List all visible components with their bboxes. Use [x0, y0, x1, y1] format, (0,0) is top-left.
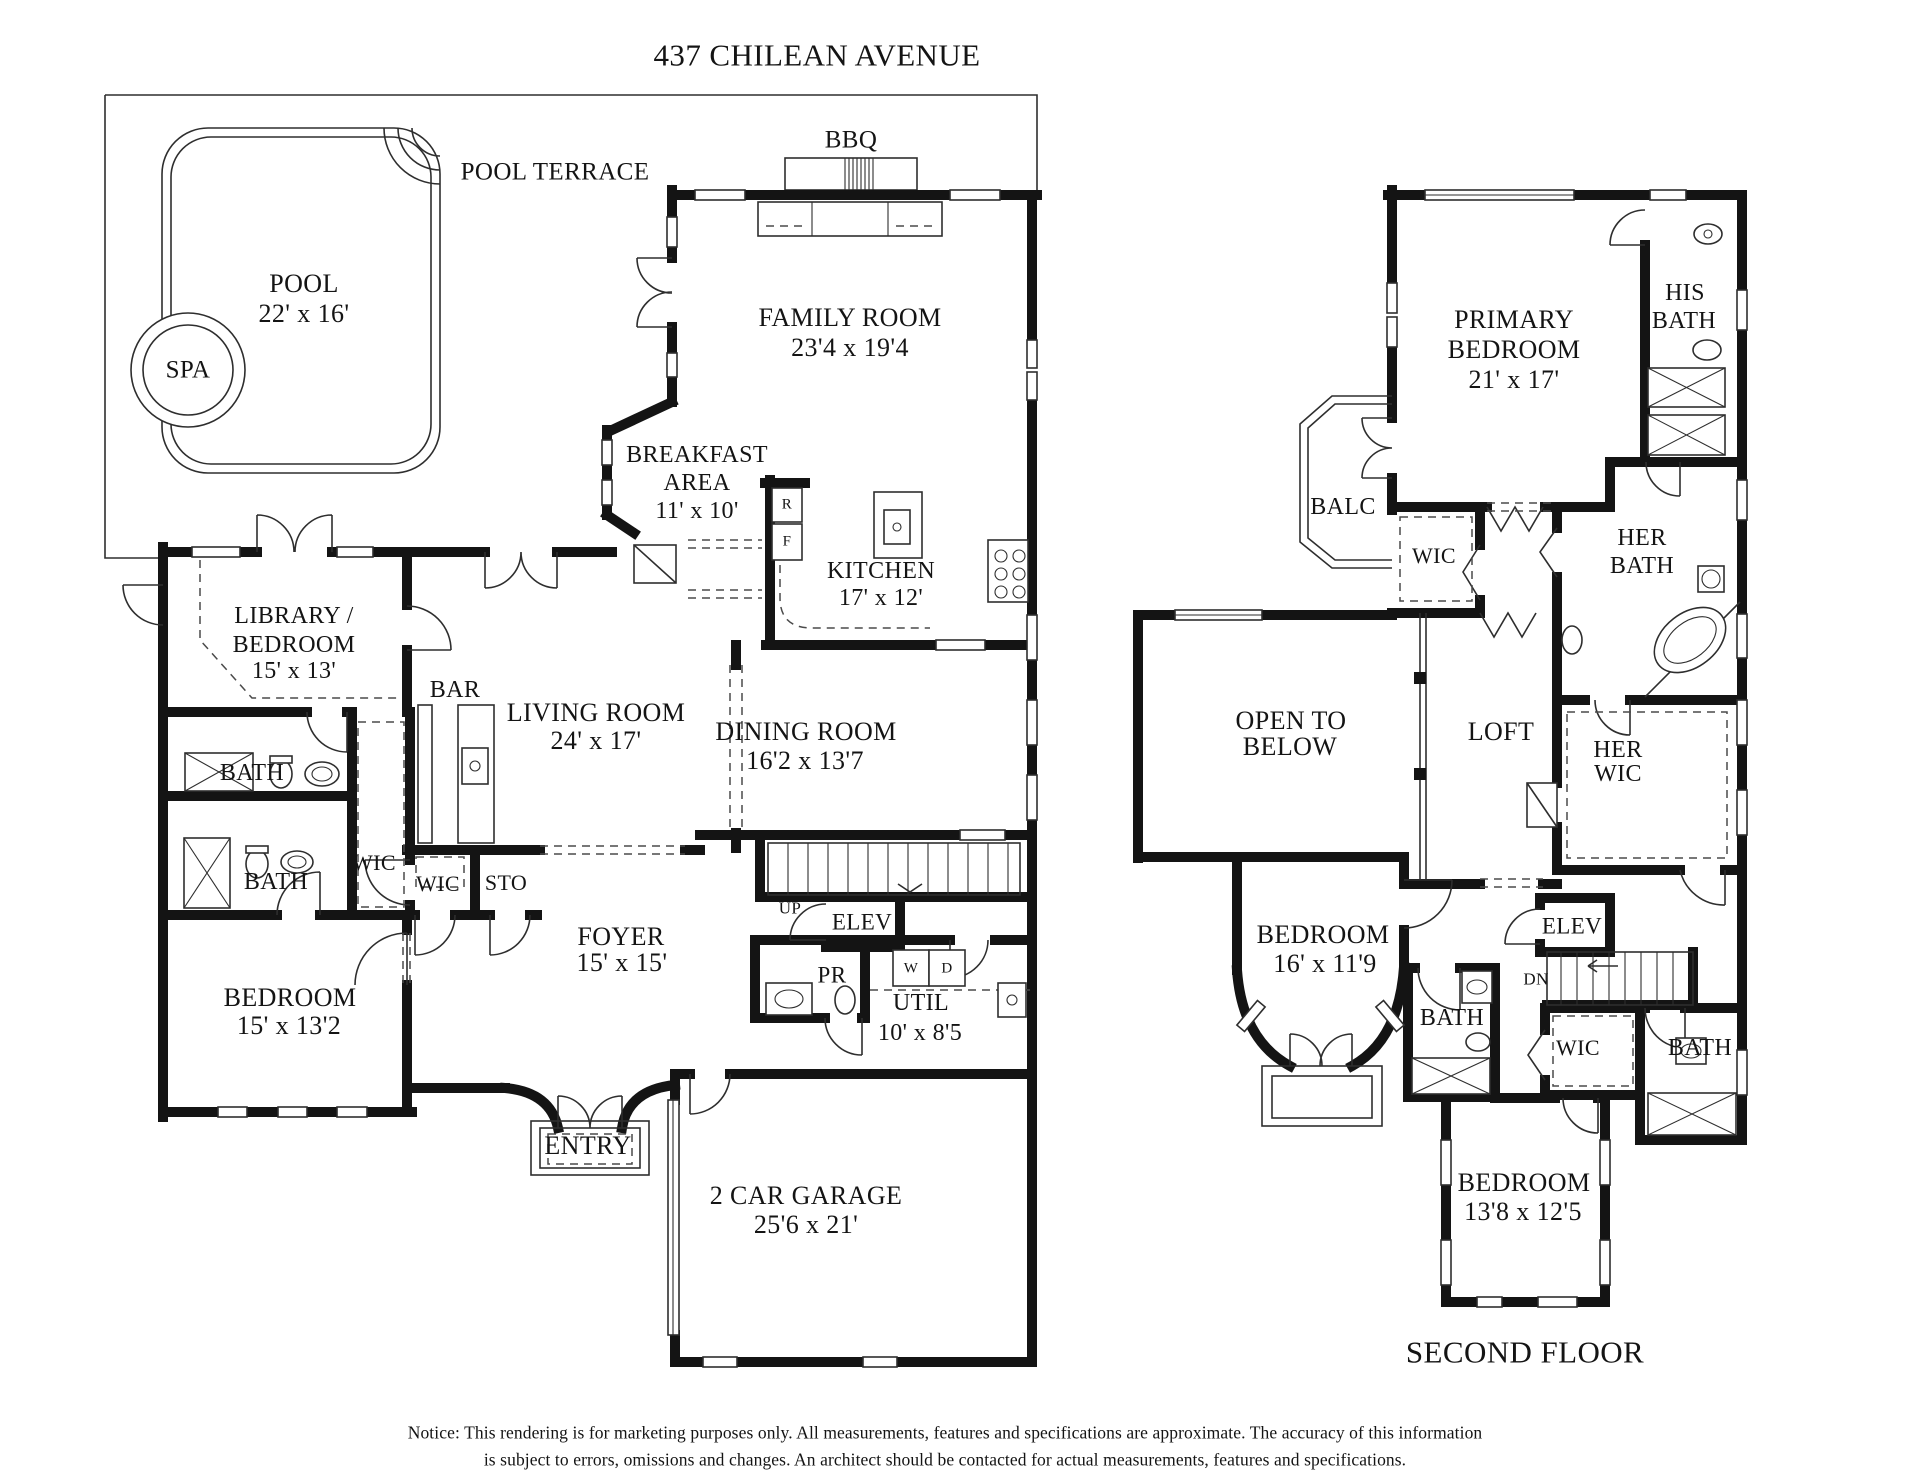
first-floor-fixtures [183, 201, 1029, 1176]
pool-dims: 22' x 16' [258, 299, 350, 328]
open-to-below-label-1: OPEN TO [1235, 706, 1347, 735]
second-floor-fixtures [1261, 223, 1741, 1136]
wic-1-label: WIC [352, 850, 396, 875]
loft-label: LOFT [1467, 717, 1535, 746]
second-floor-walls [1133, 185, 1747, 1307]
first-floor-windows [191, 189, 1038, 1368]
first-floor-dashed-openings [199, 539, 1030, 1165]
utility-label: UTIL [892, 990, 950, 1016]
dining-room-dims: 16'2 x 13'7 [746, 746, 864, 775]
first-floor-doors [122, 257, 989, 1129]
stairs-down-label: DN [1523, 969, 1549, 989]
breakfast-area-dims: 11' x 10' [655, 498, 739, 524]
bedroom-rear-label: BEDROOM [1457, 1168, 1591, 1197]
powder-room-label: PR [817, 962, 847, 988]
pool-label: POOL [269, 269, 339, 298]
storage-label: STO [484, 870, 528, 895]
notice-line-1: Notice: This rendering is for marketing … [407, 1422, 1483, 1443]
kitchen-dims: 17' x 12' [838, 585, 924, 611]
bath-rear-label: BATH [1667, 1035, 1733, 1061]
wic-2-label: WIC [416, 871, 460, 896]
family-room-dims: 23'4 x 19'4 [791, 333, 909, 362]
elevator-2-label: ELEV [1541, 913, 1603, 939]
library-bedroom-label-1: LIBRARY / [234, 603, 354, 629]
dryer-label: D [941, 960, 953, 977]
breakfast-area-label-2: AREA [663, 470, 731, 496]
garage-label: 2 CAR GARAGE [709, 1181, 903, 1210]
bedroom-1-label: BEDROOM [223, 983, 357, 1012]
entry-label: ENTRY [544, 1131, 632, 1160]
bar-label: BAR [429, 677, 481, 703]
second-floor-stairs [1546, 951, 1694, 1006]
balcony-label: BALC [1310, 494, 1376, 520]
pool-terrace-label: POOL TERRACE [460, 158, 650, 186]
kitchen-label: KITCHEN [826, 558, 936, 584]
first-floor-walls [158, 185, 1042, 1367]
bedroom-1-dims: 15' x 13'2 [236, 1011, 342, 1040]
open-to-below-label-2: BELOW [1242, 732, 1338, 761]
library-bedroom-label-2: BEDROOM [232, 632, 356, 658]
bedroom-front-dims: 16' x 11'9 [1273, 949, 1377, 978]
second-floor-dashed [1399, 502, 1728, 1087]
her-wic-label-1: HER [1593, 737, 1643, 763]
washer-label: W [903, 960, 919, 977]
second-floor-title: SECOND FLOOR [1405, 1334, 1645, 1370]
balcony-outline [1299, 395, 1392, 569]
second-floor-doors [1289, 209, 1726, 1134]
bedroom-rear-dims: 13'8 x 12'5 [1464, 1197, 1582, 1226]
elevator-label: ELEV [831, 909, 893, 935]
bath-1-label: BATH [219, 760, 285, 786]
notice-line-2: is subject to errors, omissions and chan… [483, 1449, 1407, 1470]
living-room-dims: 24' x 17' [550, 726, 642, 755]
bath-front-label: BATH [1419, 1005, 1485, 1031]
family-room-label: FAMILY ROOM [758, 303, 942, 332]
her-bath-label-1: HER [1617, 525, 1667, 551]
open-to-below-railing [1414, 613, 1427, 880]
pool-terrace-outline [104, 94, 1038, 559]
living-room-label: LIVING ROOM [506, 698, 686, 727]
foyer-dims: 15' x 15' [576, 948, 668, 977]
primary-bedroom-label-1: PRIMARY [1454, 305, 1574, 334]
primary-bedroom-dims: 21' x 17' [1468, 365, 1560, 394]
her-wic-label-2: WIC [1594, 761, 1642, 787]
foyer-label: FOYER [577, 922, 665, 951]
bbq-counter [784, 157, 918, 191]
second-floor-windows [1174, 189, 1748, 1308]
bbq-label: BBQ [824, 126, 878, 154]
dining-room-label: DINING ROOM [715, 717, 897, 746]
page-title: 437 CHILEAN AVENUE [653, 37, 981, 73]
garage-dims: 25'6 x 21' [753, 1210, 859, 1239]
library-bedroom-dims: 15' x 13' [251, 658, 337, 684]
refrigerator-label: R [781, 496, 793, 513]
primary-bedroom-label-2: BEDROOM [1447, 335, 1581, 364]
stairs-up-label: UP [778, 898, 802, 918]
her-bath-label-2: BATH [1609, 553, 1675, 579]
wic-rear-label: WIC [1556, 1035, 1600, 1060]
his-bath-label-2: BATH [1651, 308, 1717, 334]
bath-2-label: BATH [243, 869, 309, 895]
pool-and-spa [130, 127, 441, 474]
spa-label: SPA [165, 356, 211, 384]
wic-primary-label: WIC [1412, 543, 1456, 568]
first-floor-stairs [767, 842, 1021, 896]
his-bath-label-1: HIS [1665, 280, 1705, 306]
breakfast-area-label-1: BREAKFAST [626, 442, 768, 468]
bedroom-front-label: BEDROOM [1256, 920, 1390, 949]
freezer-label: F [782, 533, 792, 550]
utility-dims: 10' x 8'5 [877, 1020, 963, 1046]
